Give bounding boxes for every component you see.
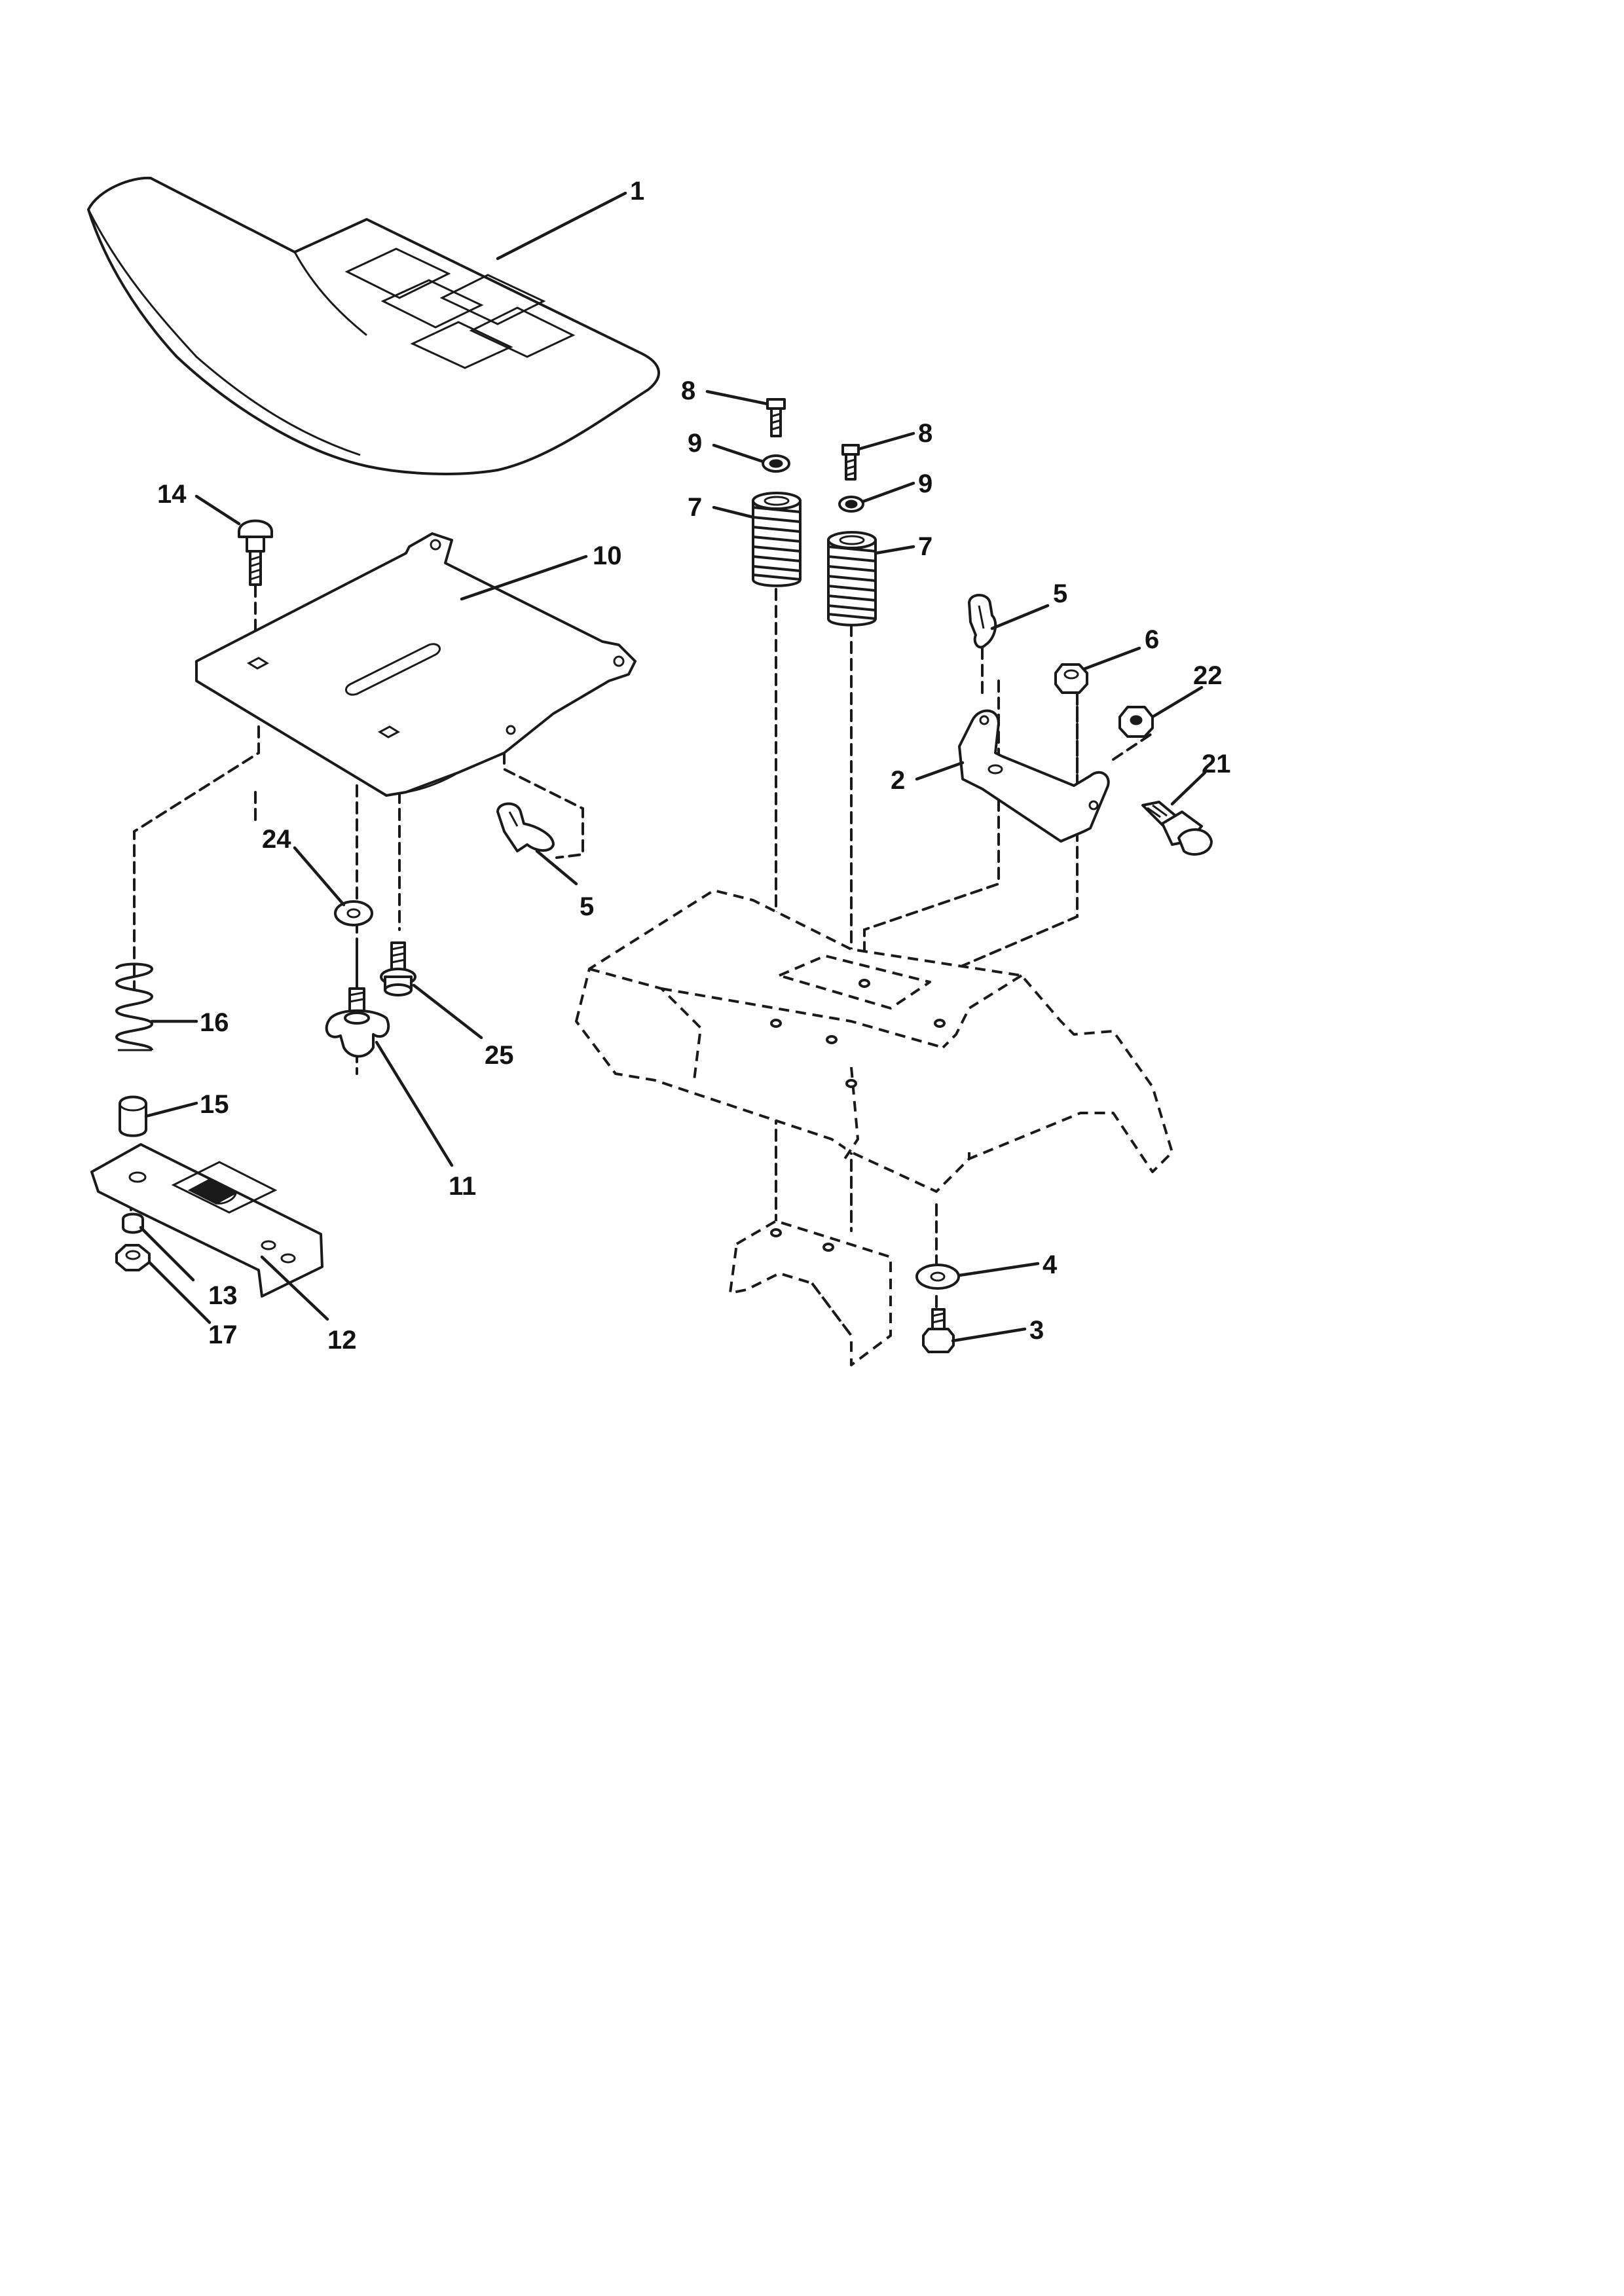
callout-22: 22 [1193,661,1223,690]
leader-5a [990,604,1050,630]
callout-4: 4 [1043,1250,1058,1279]
hex-nut-6 [1054,663,1088,694]
callout-8b: 8 [918,419,932,448]
leader-7b [874,545,915,555]
callout-1: 1 [630,177,644,206]
washer-4 [915,1264,960,1290]
leader-25 [412,983,483,1040]
nut-13 [122,1212,144,1234]
leader-3 [951,1327,1027,1343]
bolt-8-right [841,444,860,481]
carriage-bolt [238,519,273,586]
lower-bracket-outline [729,1220,892,1366]
spring-16 [115,962,154,1051]
callout-7a: 7 [688,493,702,522]
adjustment-knob [325,987,390,1058]
callout-6: 6 [1145,625,1159,654]
leader-lines [139,191,1207,1343]
leader-8a [705,390,769,406]
leader-11 [375,1040,454,1167]
callout-10: 10 [593,541,622,570]
spring-7-right [827,531,877,627]
leader-13 [139,1226,195,1282]
washer-24 [334,900,373,926]
leader-15 [144,1101,198,1118]
leader-9b [861,481,915,503]
spring-7-left [752,492,802,587]
fender-frame-outline [575,889,1173,1193]
callout-15: 15 [200,1090,229,1119]
seat-pan [195,532,637,797]
spacer-bushing [119,1095,147,1137]
callout-12: 12 [327,1326,357,1355]
callout-25: 25 [485,1041,514,1070]
leader-2 [915,761,965,781]
leader-10 [460,555,588,601]
washer-9-right [838,496,864,513]
shoulder-bolt-25 [380,941,416,996]
hairpin-clip-left [496,802,555,852]
callout-7b: 7 [918,532,932,561]
callout-labels: 1 2 3 4 5 5 6 7 7 8 8 9 9 10 11 12 13 14… [157,177,1231,1355]
leader-14 [194,494,241,526]
callout-21: 21 [1202,750,1231,778]
leader-5b [535,849,578,886]
leader-1 [496,191,627,261]
leader-9a [712,443,765,464]
leader-8b [857,431,915,451]
leader-24 [293,846,346,907]
bolt-8-left [766,398,786,437]
locknut-22 [1118,706,1154,738]
callout-24: 24 [262,825,291,854]
washer-9-left [762,454,790,473]
callout-17: 17 [208,1321,238,1349]
callout-2: 2 [891,766,905,795]
callout-9a: 9 [688,429,702,458]
leader-17 [147,1260,212,1324]
leader-7a [712,505,755,519]
seat [87,176,660,475]
seat-pad-recesses [344,247,576,369]
callout-16: 16 [200,1008,229,1037]
leader-22 [1151,685,1204,719]
callout-8a: 8 [681,376,695,405]
callout-3: 3 [1029,1316,1044,1345]
locknut-17 [115,1244,151,1271]
callout-9b: 9 [918,469,932,498]
callout-5a: 5 [1053,579,1067,608]
leader-21 [1170,771,1207,806]
shoulder-bolt-21 [1141,801,1213,856]
pivot-bracket [958,709,1110,843]
hex-bolt-3 [922,1308,955,1353]
callout-13: 13 [208,1281,238,1310]
leader-12 [260,1255,329,1321]
callout-14: 14 [157,480,187,509]
leader-4 [957,1262,1040,1277]
hairpin-clip-right [968,594,997,649]
leader-6 [1082,646,1141,671]
callout-5b: 5 [580,892,594,921]
callout-11: 11 [449,1172,476,1201]
